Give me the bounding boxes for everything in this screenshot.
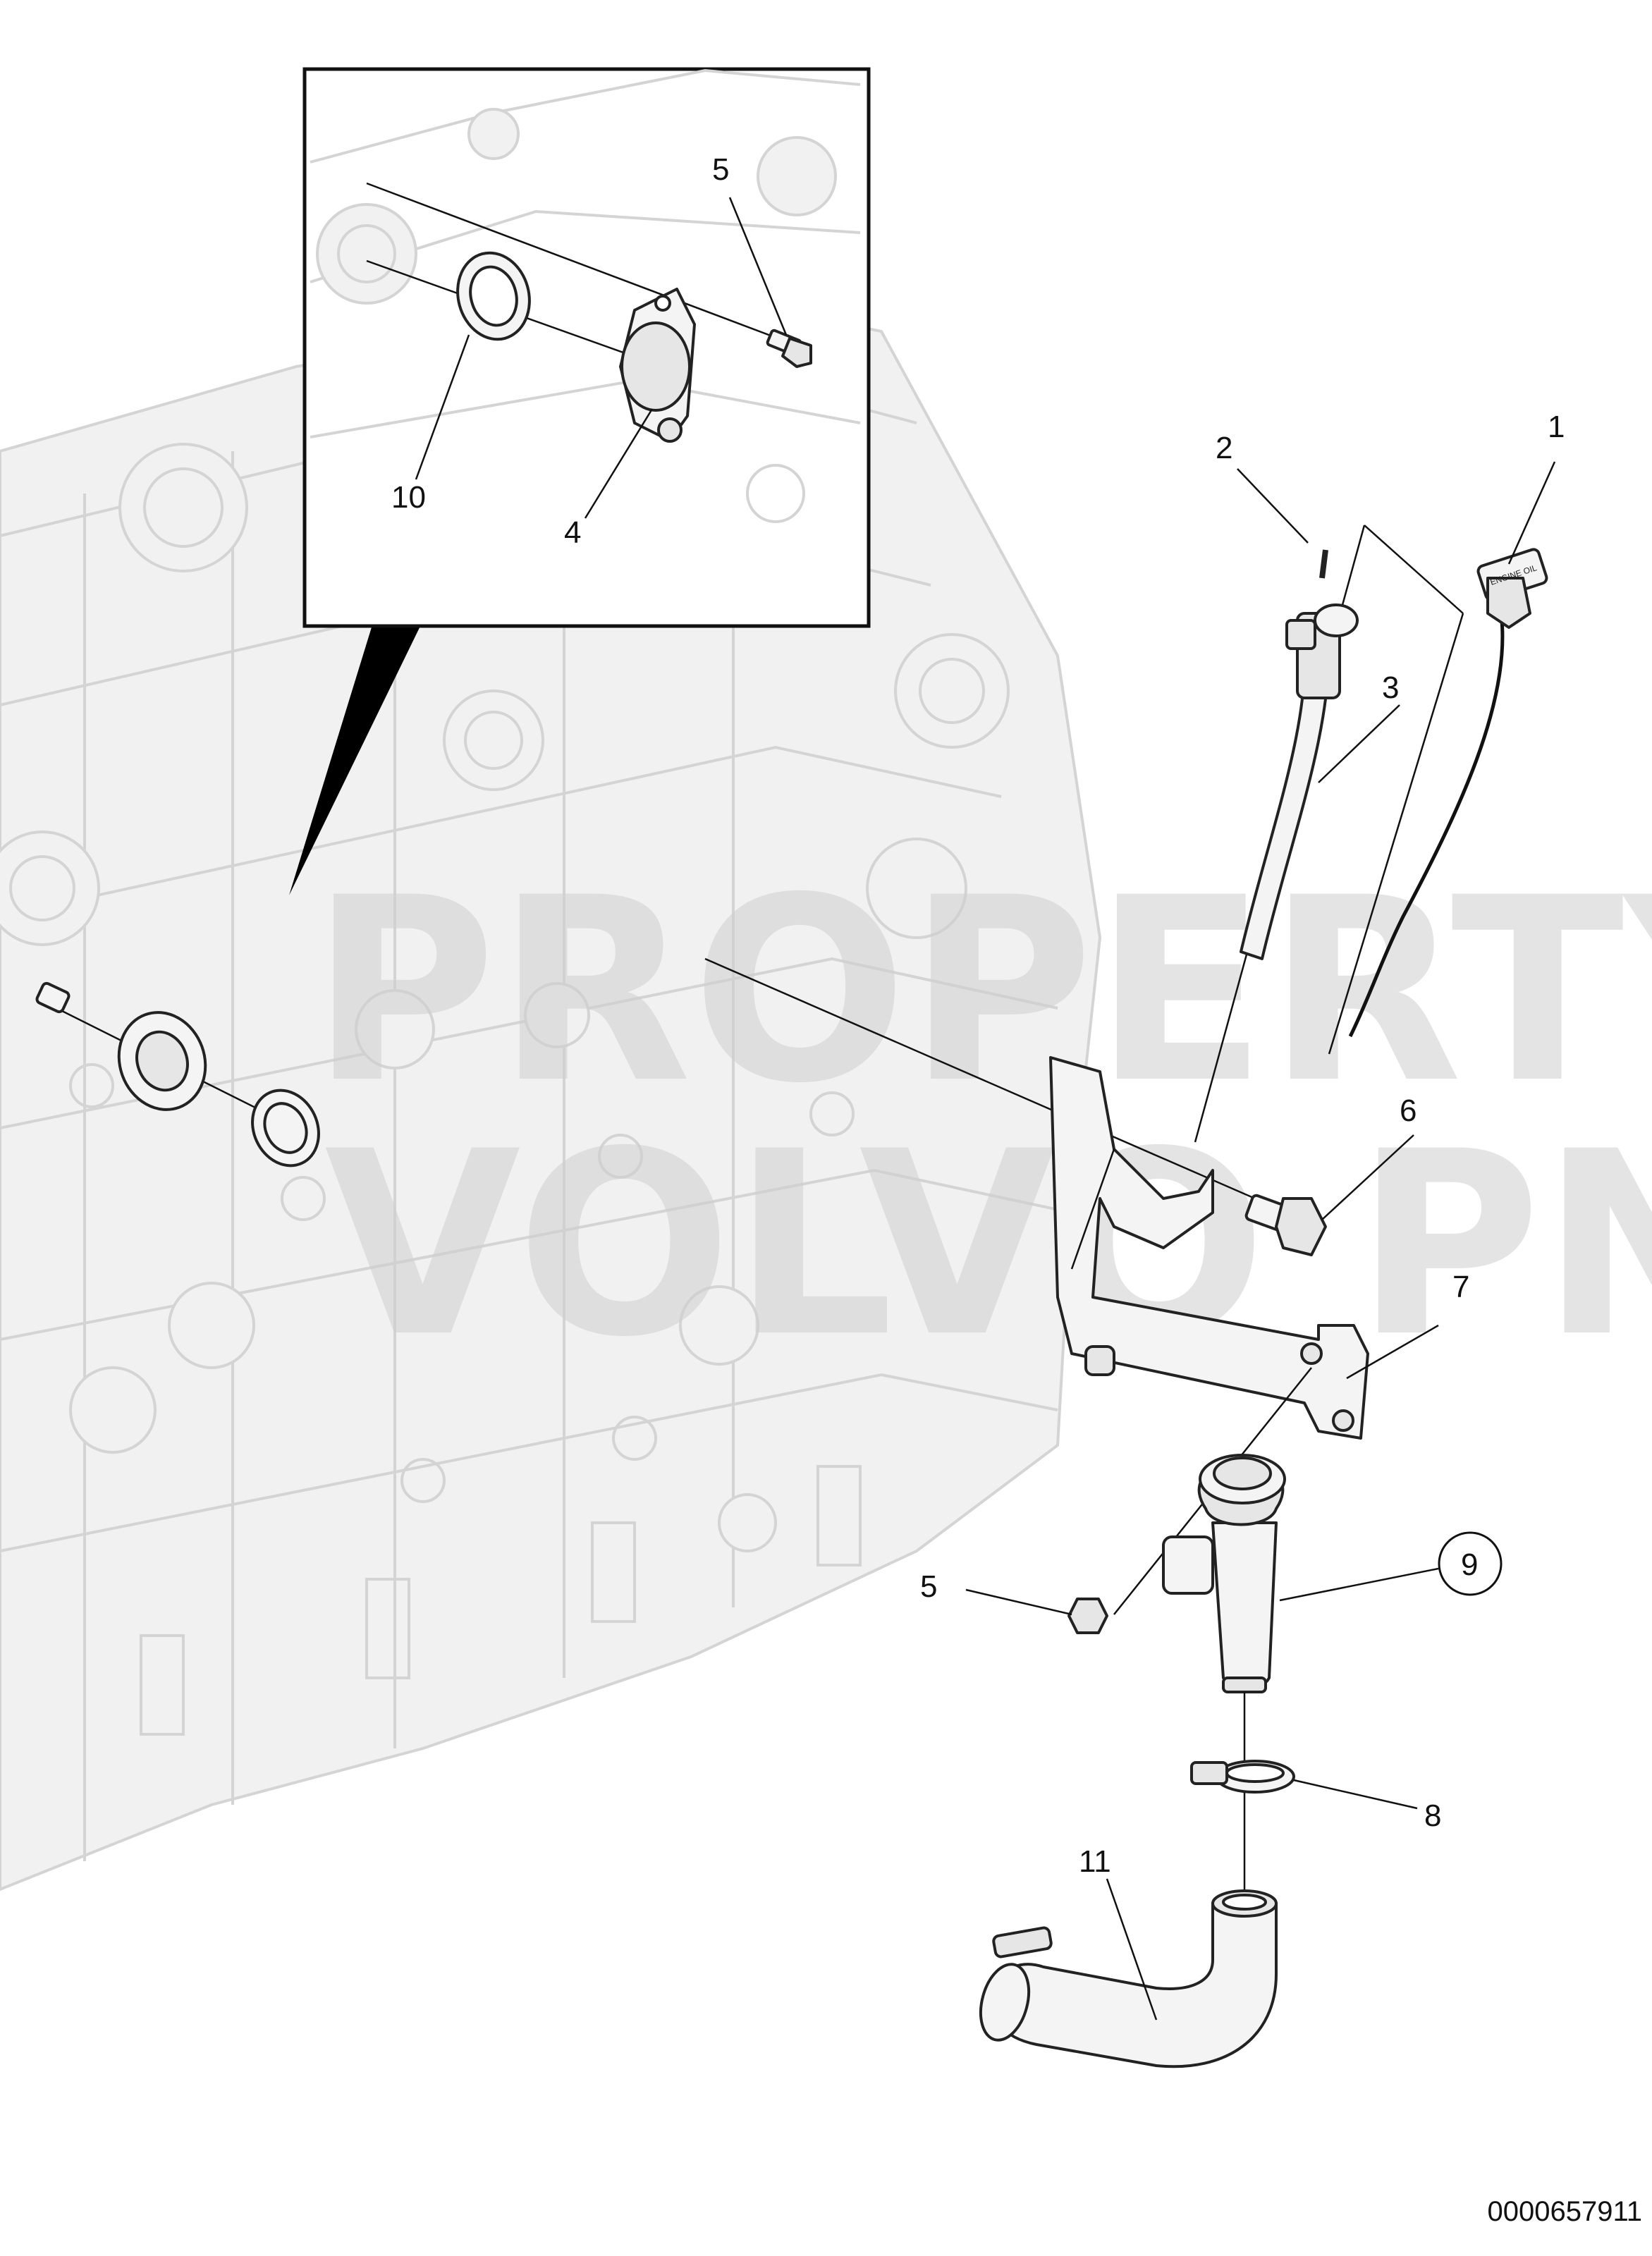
watermark-line-1: PROPERTY (310, 843, 1652, 1139)
watermark: PROPERTY VOLVO PN (310, 843, 1652, 1392)
bolt-part-5-inset (766, 329, 812, 368)
cover-part-4 (619, 288, 696, 443)
detail-inset (289, 67, 871, 895)
callout-leaders (965, 461, 1556, 2021)
bolt-part-6 (1244, 1194, 1327, 1256)
callout-9: 9 (1461, 1547, 1478, 1582)
oil-filler-part-9 (1113, 1367, 1312, 1693)
pin-part-2 (1319, 549, 1328, 579)
bracket-part-7 (704, 957, 1369, 1440)
installed-cover-ghost (35, 981, 320, 1167)
callout-8: 8 (1424, 1798, 1441, 1833)
callout-7: 7 (1452, 1270, 1469, 1304)
callout-2: 2 (1216, 431, 1232, 465)
callout-5: 5 (920, 1569, 937, 1604)
dipstick-tube-part-3 (1240, 633, 1331, 960)
callout-11: 11 (1079, 1844, 1111, 1879)
seal-ring-part-10 (456, 251, 531, 341)
illustration-id: 0000657911 (1487, 2196, 1643, 2227)
nut-part-5 (1067, 1598, 1108, 1634)
callout-labels: 5 10 4 2 1 3 6 7 9 5 8 11 (391, 152, 1565, 1879)
callout-5-inset: 5 (712, 152, 729, 187)
callout-4: 4 (564, 515, 581, 550)
engine-block-ghost (0, 294, 1102, 1892)
callout-3: 3 (1382, 670, 1399, 705)
callout-6: 6 (1400, 1093, 1417, 1128)
callout-circle-9 (1438, 1531, 1503, 1596)
dipstick-assembly: ENGINE OIL (1194, 525, 1548, 1143)
dipstick-part-1 (1348, 620, 1505, 1038)
hose-clamp-part-8 (1190, 1692, 1295, 1889)
hose-part-11 (979, 1889, 1278, 2068)
inset-pointer (289, 620, 423, 895)
watermark-line-2: VOLVO PN (324, 1097, 1652, 1392)
callout-10: 10 (391, 480, 426, 515)
callout-1: 1 (1548, 410, 1565, 444)
